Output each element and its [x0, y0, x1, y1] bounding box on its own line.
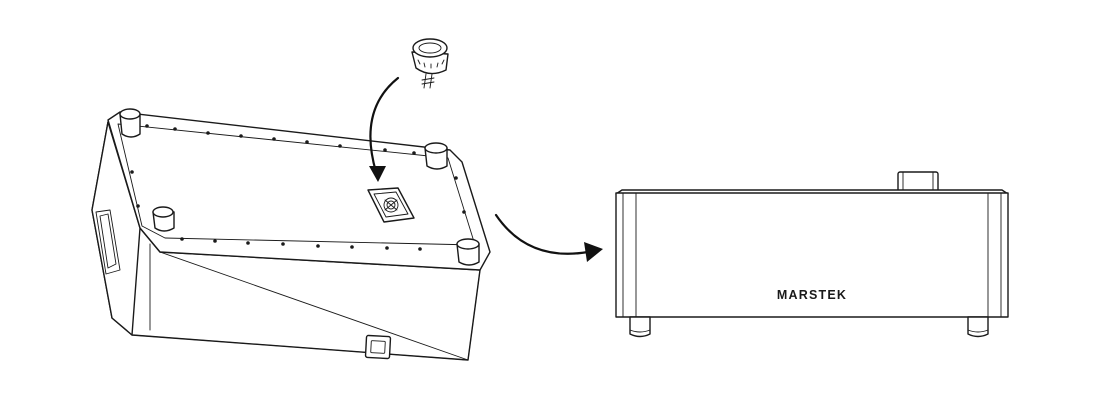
plate-screws [130, 124, 466, 251]
foot-socket [367, 187, 415, 223]
device-foot-left [629, 316, 651, 338]
device-foot-right [967, 316, 989, 338]
upright-device: MARSTEK [615, 171, 1009, 338]
insert-foot-arrow [369, 76, 400, 182]
device-front-panel [615, 192, 1009, 318]
device-bottom-plate [107, 111, 491, 271]
foot-front-left [119, 108, 141, 138]
rotate-device-arrow [494, 213, 603, 262]
side-port [364, 334, 392, 360]
top-foot-knob [897, 171, 939, 193]
handle-recess [95, 209, 121, 275]
foot-front-right [456, 238, 480, 266]
brand-label: MARSTEK [777, 288, 847, 302]
foot-front-mid [152, 206, 175, 232]
plate-inner-outline [117, 123, 476, 246]
upside-down-device [91, 108, 491, 361]
foot-back-right [424, 142, 448, 170]
screw-in-foot [411, 38, 449, 89]
